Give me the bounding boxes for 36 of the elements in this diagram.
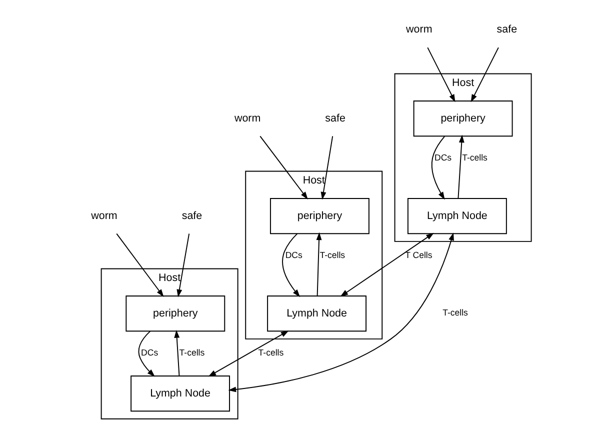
edge-label: T-cells xyxy=(258,348,284,358)
edge-label: DCs xyxy=(140,348,158,358)
arrow xyxy=(208,330,288,377)
edge-label: T-cells xyxy=(178,348,204,358)
arrow xyxy=(116,233,164,298)
arrow xyxy=(320,136,333,200)
edge-label: T Cells xyxy=(404,250,432,260)
node-box: Lymph Node xyxy=(266,296,366,332)
arrow xyxy=(176,233,190,298)
node-box: Lymph Node xyxy=(406,198,506,234)
node-box: Lymph Node xyxy=(130,376,230,412)
node-text: worm xyxy=(234,112,260,124)
arrow xyxy=(470,47,498,102)
edge-label: DCs xyxy=(284,250,302,260)
arrow xyxy=(457,134,464,199)
arrow xyxy=(426,47,455,102)
edge-label: DCs xyxy=(434,152,452,163)
node-box: periphery xyxy=(269,198,369,234)
arrow xyxy=(430,136,445,200)
arrow xyxy=(316,232,322,296)
node-box: periphery xyxy=(125,296,225,332)
arrow xyxy=(138,330,154,377)
node-text: safe xyxy=(496,24,517,36)
node-text: worm xyxy=(90,210,117,222)
arrow xyxy=(340,232,434,297)
node-text: safe xyxy=(181,210,202,222)
node-box: periphery xyxy=(412,100,512,137)
edge-label: T-cells xyxy=(319,250,345,260)
edge-label: T-cells xyxy=(442,308,468,318)
node-text: worm xyxy=(406,24,432,36)
arrow xyxy=(228,232,454,392)
node-text: safe xyxy=(324,112,345,124)
arrow xyxy=(259,136,308,200)
edge-label: T-cells xyxy=(462,152,487,163)
arrow xyxy=(282,233,300,298)
arrow xyxy=(174,330,180,376)
